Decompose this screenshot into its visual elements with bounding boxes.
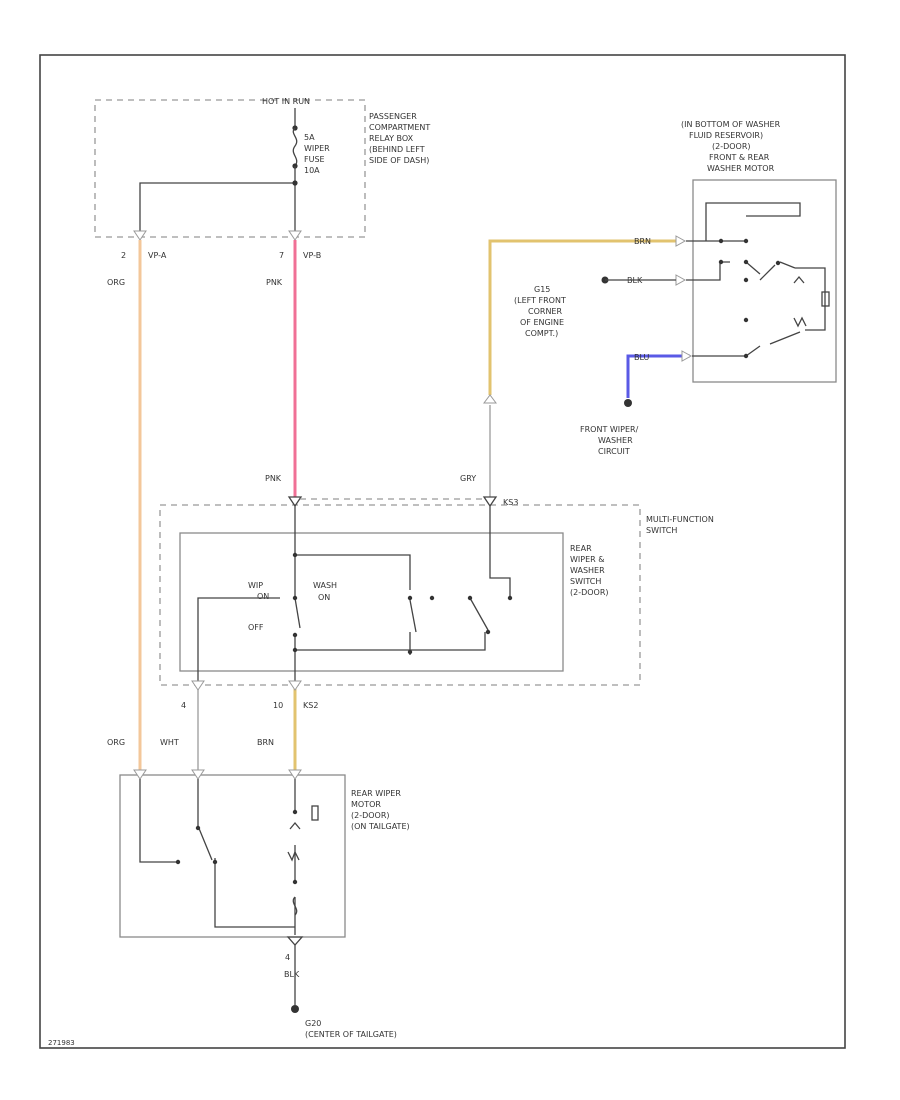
front-circuit-label: FRONT WIPER/ WASHER CIRCUIT (580, 425, 641, 456)
wip-position-label: WIP (248, 581, 263, 590)
washer-dot-8 (743, 353, 749, 359)
relay-box-location-label: PASSENGER COMPARTMENT RELAY BOX (BEHIND … (369, 112, 433, 165)
washer-connector-3 (681, 350, 693, 362)
washer-motor-internal-wiring (686, 202, 826, 357)
washer-brn-label: BRN (634, 237, 651, 246)
yellow-brown-wire-top (488, 239, 676, 395)
rear-motor-dot-3 (212, 859, 218, 865)
off-position-label: OFF (248, 623, 264, 632)
switch-dot-10 (467, 595, 473, 601)
wash-position-label: WASH (313, 581, 337, 590)
rear-motor-internal-wiring (139, 779, 296, 935)
rear-wiper-washer-switch-box (179, 532, 564, 672)
ks2-connector-label: KS2 (303, 701, 318, 710)
rear-motor-connectors (133, 769, 302, 780)
g20-ground-point (291, 1005, 299, 1013)
ground-pin-4-label: 4 (285, 953, 290, 962)
brn-wire-label: BRN (257, 738, 274, 747)
washer-motor-location-label: (IN BOTTOM OF WASHER FLUID RESERVOIR) (2… (681, 120, 783, 173)
switch-top-connectors (287, 496, 498, 508)
org-wire-label-top: ORG (107, 278, 125, 287)
switch-dot-7 (407, 649, 413, 655)
passenger-relay-box-outline (94, 99, 366, 238)
washer-dot-1 (718, 238, 724, 244)
pin-2-label: 2 (121, 251, 126, 260)
switch-dot-9 (507, 595, 513, 601)
switch-dot-4 (292, 647, 298, 653)
wht-wire-label: WHT (160, 738, 179, 747)
connector-vp-a (133, 230, 147, 241)
rear-wiper-motor-label: REAR WIPER MOTOR (2-DOOR) (ON TAILGATE) (351, 789, 410, 831)
washer-connector-2 (675, 274, 687, 286)
rear-motor-element (311, 805, 319, 821)
switch-dot-5 (407, 595, 413, 601)
pin-7-label: 7 (279, 251, 284, 260)
switch-dot-1 (292, 552, 298, 558)
multifunction-switch-outline (159, 504, 641, 686)
washer-dot-2 (743, 238, 749, 244)
washer-blu-label: BLU (634, 353, 650, 362)
washer-dot-5 (743, 277, 749, 283)
switch-internal-wiring (197, 506, 511, 688)
blue-wire (626, 354, 690, 398)
switch-dot-8 (485, 629, 491, 635)
gry-wire-label: GRY (460, 474, 476, 483)
hot-in-run-label: HOT IN RUN (262, 97, 310, 106)
vp-a-label: VP-A (148, 251, 167, 260)
rear-motor-symbol-1 (289, 821, 301, 830)
wiper-fuse-symbol (292, 127, 298, 167)
rear-motor-park-switch (292, 896, 298, 916)
switch-dot-3 (292, 632, 298, 638)
rear-motor-dot-4 (292, 809, 298, 815)
vp-b-label: VP-B (303, 251, 321, 260)
washer-dot-7 (743, 317, 749, 323)
g15-ground-label: G15 (LEFT FRONT CORNER OF ENGINE COMPT.) (514, 285, 568, 338)
washer-pump-element (821, 291, 830, 307)
connector-vp-b (288, 230, 302, 241)
switch-dot-2 (292, 595, 298, 601)
pnk-wire-label-mid: PNK (265, 474, 282, 483)
ks3-connector-label: KS3 (503, 498, 518, 507)
pnk-wire-label-top: PNK (266, 278, 283, 287)
rear-wiper-motor-box (119, 774, 346, 938)
org-wire-label-bottom: ORG (107, 738, 125, 747)
fuse-splice (292, 180, 298, 186)
fuse-label: 5A WIPER FUSE 10A (304, 133, 332, 175)
rear-wiper-switch-label: REAR WIPER & WASHER SWITCH (2-DOOR) (570, 544, 609, 597)
washer-motor-box (692, 179, 837, 383)
blk-wire-label: BLK (284, 970, 300, 979)
washer-dot-6 (775, 260, 781, 266)
rear-motor-dot-5 (292, 879, 298, 885)
diagram-code: 271983 (48, 1039, 75, 1047)
gray-wire-connector (483, 394, 497, 404)
washer-dot-4 (743, 259, 749, 265)
on-position-label: ON (257, 592, 269, 601)
diagram-frame (39, 54, 846, 1049)
switch-dot-6 (429, 595, 435, 601)
washer-motor-symbol-1 (793, 275, 805, 284)
g20-ground-label: G20 (CENTER OF TAILGATE) (305, 1019, 397, 1039)
washer-motor-symbol-2 (793, 316, 807, 328)
rear-motor-dot-1 (195, 825, 201, 831)
rear-motor-symbol-2 (287, 850, 300, 862)
switch-pin-10-label: 10 (273, 701, 283, 710)
front-circuit-terminal (624, 399, 632, 407)
switch-pin-4-label: 4 (181, 701, 186, 710)
washer-dot-3 (718, 259, 724, 265)
fuse-output-wires (139, 166, 296, 237)
rear-motor-dot-2 (175, 859, 181, 865)
washer-connector-1 (675, 235, 687, 247)
multifunction-switch-label: MULTI-FUNCTION SWITCH (646, 515, 716, 535)
rear-motor-ground-connector (286, 936, 304, 946)
wash-on-label: ON (318, 593, 330, 602)
switch-bottom-connectors (191, 680, 302, 691)
